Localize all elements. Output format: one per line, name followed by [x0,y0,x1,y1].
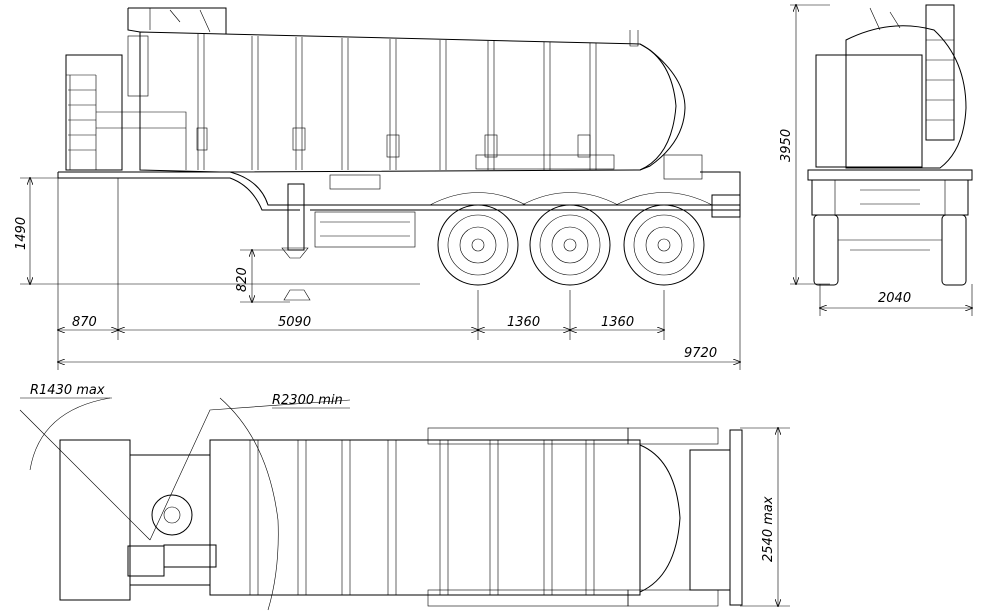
top-equipment [127,7,639,97]
radius-front: R1430 max [30,383,105,398]
tank-bands [197,34,597,170]
dim-total-length: 9720 [684,346,717,361]
wheels [429,192,713,286]
dim-kingpin-to-axle: 5090 [278,315,311,330]
dim-rear-width: 2040 [878,291,911,306]
side-view: 1490 820 870 5090 1360 1360 9720 [14,7,741,370]
support-leg [281,183,311,301]
chassis-frame [57,154,741,248]
top-view [19,397,790,611]
rear-lights [711,194,741,218]
dim-top-width: 2540 max [761,496,776,562]
railing [96,111,187,170]
side-dimensions [20,178,740,370]
radius-turn: R2300 min [272,393,343,408]
dim-axle-spacing-2: 1360 [601,315,634,330]
top-bands [249,440,595,595]
dim-support-height: 820 [235,267,250,292]
front-cabinet [65,54,123,171]
dim-front-overhang: 870 [72,315,97,330]
band-clamps [196,127,591,158]
dim-rear-height: 3950 [779,129,794,162]
dim-overall-height: 1490 [14,217,29,250]
rear-view: 3950 2040 [779,5,972,316]
dim-axle-spacing-1: 1360 [507,315,540,330]
